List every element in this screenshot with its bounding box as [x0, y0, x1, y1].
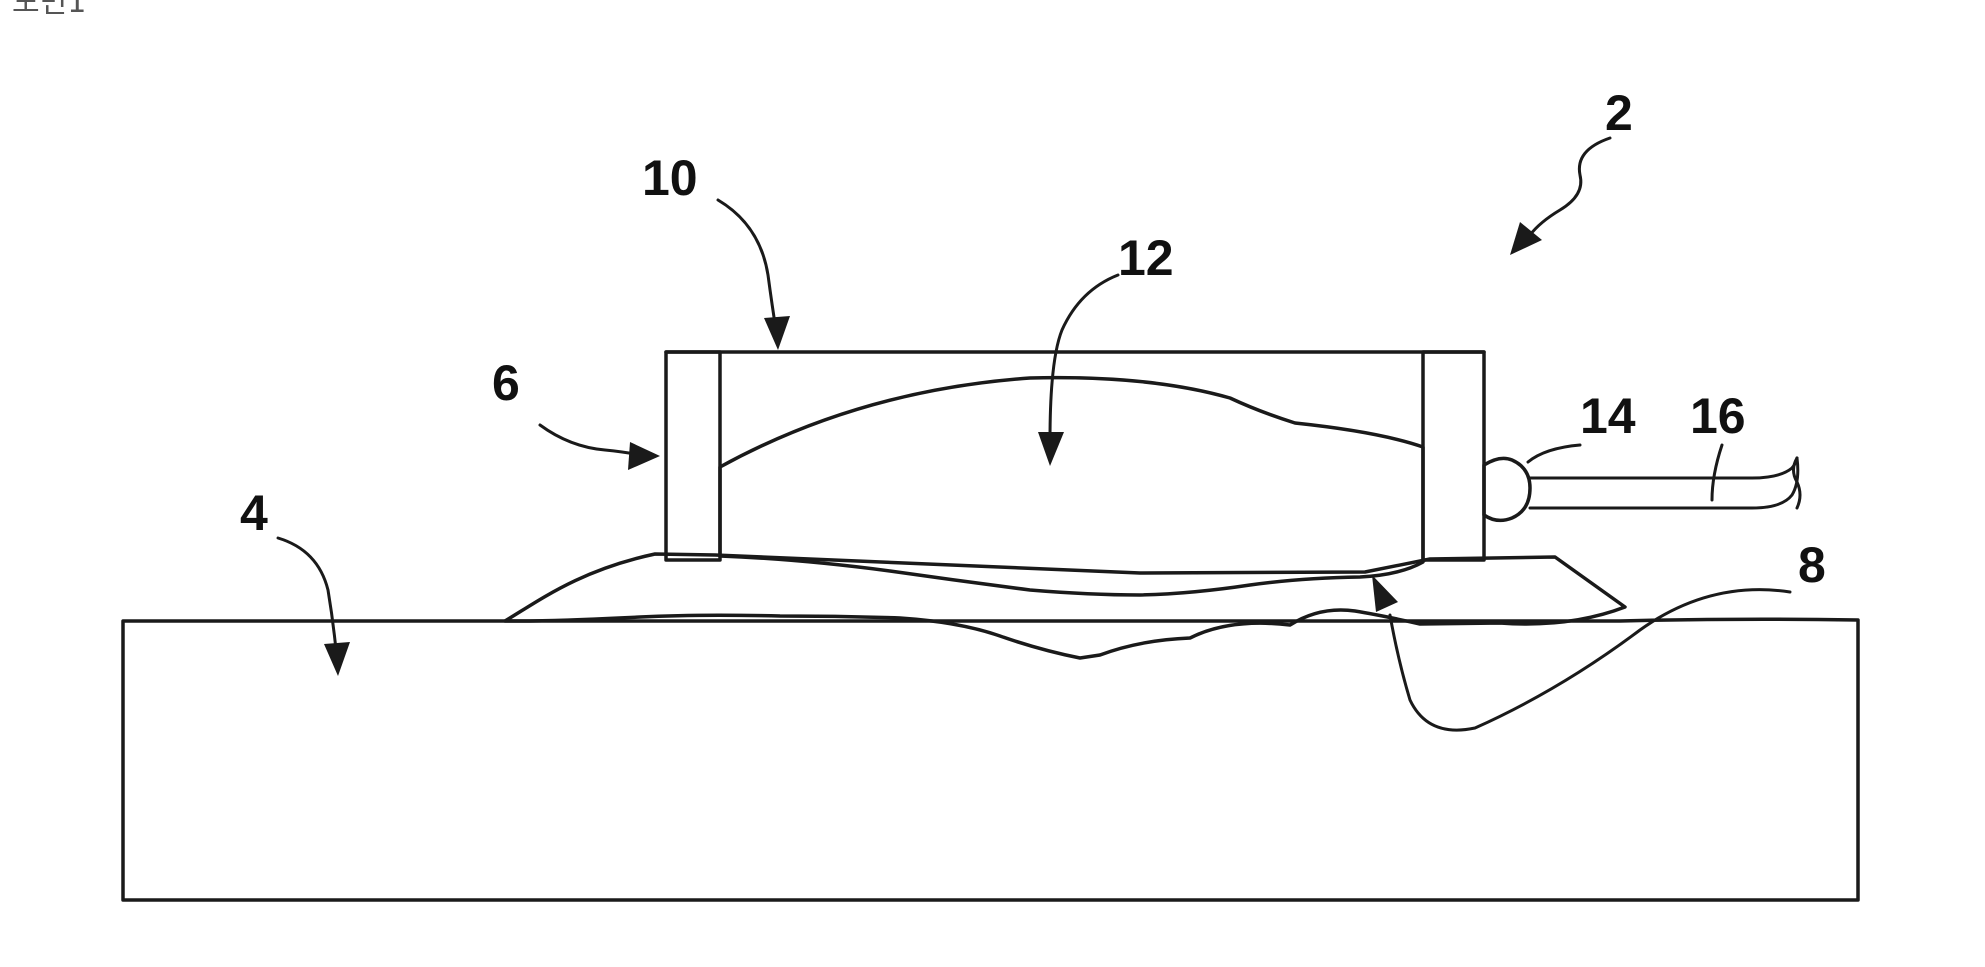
- arrowhead-10: [764, 316, 790, 350]
- cable-16: [1530, 458, 1797, 478]
- arrowhead-6: [628, 442, 660, 470]
- base-layer: [505, 554, 1625, 658]
- arrowhead-12: [1038, 432, 1064, 466]
- leader-4: [278, 538, 336, 650]
- sheet-header: 도면1: [12, 0, 86, 20]
- label-12: 12: [1118, 230, 1174, 286]
- leader-2: [1530, 138, 1610, 235]
- fill-material: [720, 378, 1423, 595]
- leader-6: [540, 425, 640, 455]
- arrowhead-4: [324, 642, 350, 676]
- leader-16: [1712, 445, 1722, 500]
- connector-14: [1484, 458, 1530, 520]
- label-16: 16: [1690, 388, 1746, 444]
- leader-14: [1528, 445, 1580, 462]
- label-2: 2: [1605, 85, 1633, 141]
- label-10: 10: [642, 150, 698, 206]
- leader-8: [1390, 590, 1790, 730]
- leader-10: [718, 200, 776, 330]
- arrowhead-8: [1372, 575, 1398, 612]
- label-4: 4: [240, 485, 268, 541]
- cable-16-lower: [1530, 458, 1798, 508]
- label-8: 8: [1798, 537, 1826, 593]
- label-6: 6: [492, 355, 520, 411]
- label-14: 14: [1580, 388, 1636, 444]
- housing-right-wall: [1423, 352, 1484, 560]
- leader-12: [1050, 275, 1118, 440]
- housing-left-wall: [666, 352, 720, 560]
